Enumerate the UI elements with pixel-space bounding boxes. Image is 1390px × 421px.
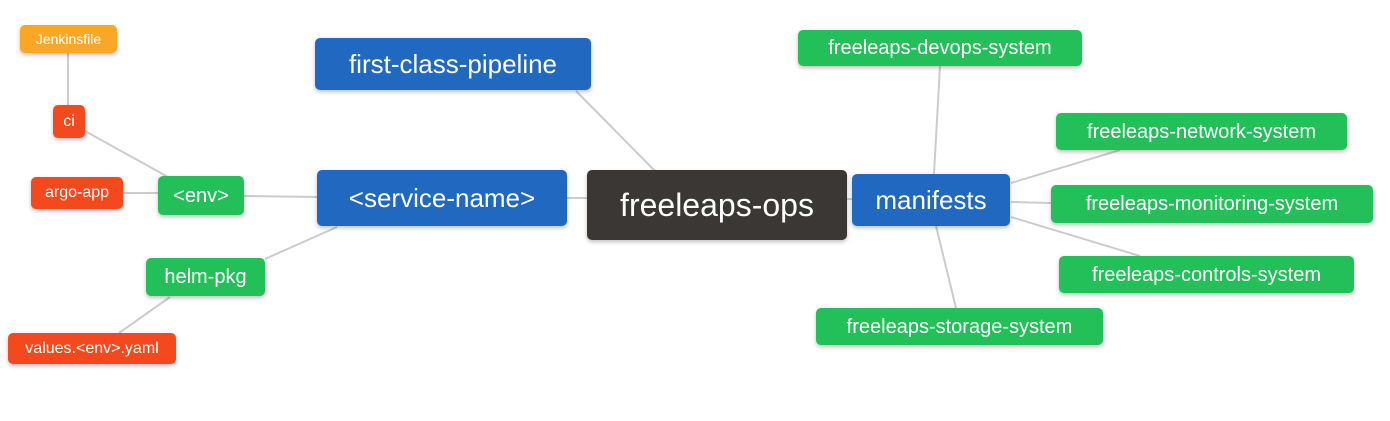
edge-manifests-storage <box>935 225 957 309</box>
node-freeleaps-ops-root[interactable]: freeleaps-ops <box>587 170 847 240</box>
node-freeleaps-network-system[interactable]: freeleaps-network-system <box>1056 113 1347 150</box>
edge-manifests-network <box>1010 149 1121 184</box>
node-jenkinsfile[interactable]: Jenkinsfile <box>20 25 117 53</box>
edge-env-service-name <box>243 195 318 198</box>
node-ci[interactable]: ci <box>53 105 85 138</box>
node-helm-pkg[interactable]: helm-pkg <box>146 258 265 296</box>
edge-manifests-monitoring <box>1010 201 1052 204</box>
edge-values-helm-pkg <box>118 296 171 334</box>
edge-pipeline-ops <box>575 90 656 172</box>
edge-helm-pkg-service-name <box>264 226 338 260</box>
node-first-class-pipeline[interactable]: first-class-pipeline <box>315 38 591 90</box>
node-freeleaps-devops-system[interactable]: freeleaps-devops-system <box>798 30 1082 66</box>
node-values-env-yaml[interactable]: values.<env>.yaml <box>8 333 176 364</box>
node-freeleaps-controls-system[interactable]: freeleaps-controls-system <box>1059 256 1354 293</box>
edge-ci-env <box>84 130 169 178</box>
node-freeleaps-monitoring-system[interactable]: freeleaps-monitoring-system <box>1051 185 1373 223</box>
node-env[interactable]: <env> <box>158 176 244 215</box>
node-argo-app[interactable]: argo-app <box>31 177 123 209</box>
node-manifests[interactable]: manifests <box>852 174 1010 226</box>
edge-manifests-controls <box>1010 216 1141 257</box>
node-service-name[interactable]: <service-name> <box>317 170 567 226</box>
node-freeleaps-storage-system[interactable]: freeleaps-storage-system <box>816 308 1103 345</box>
edge-manifests-devops <box>933 65 941 175</box>
